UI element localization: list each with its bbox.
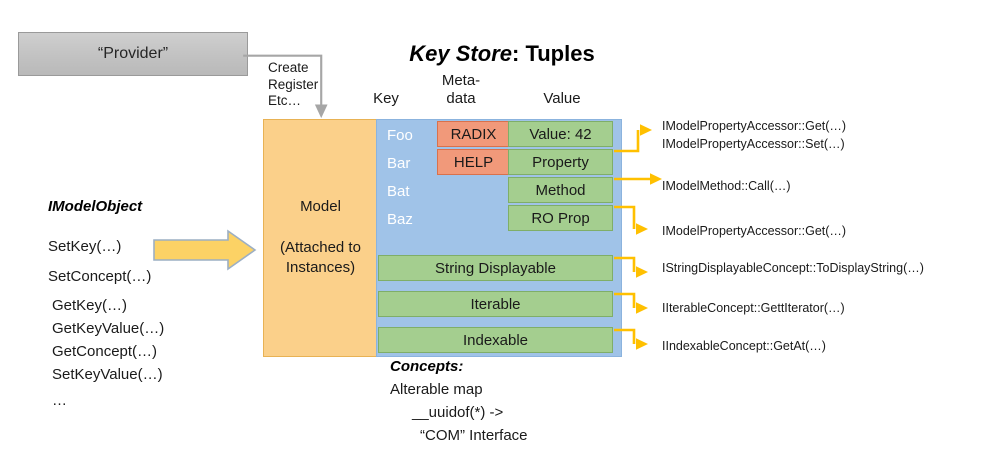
value-cell-value42: Value: 42 [508,121,613,147]
callout-imodelpropertyaccessor-get-2: IModelPropertyAccessor::Get(…) [662,224,847,238]
api-line-ellipsis: … [52,392,67,409]
title-rest: : Tuples [512,41,595,66]
callout-iindexableconcept: IIndexableConcept::GetAt(…) [662,339,826,353]
key-cell-bat: Bat [387,182,410,200]
page-title: Key Store: Tuples [372,41,632,67]
key-cell-baz: Baz [387,210,413,228]
connector-line-create: Create [268,60,309,75]
callout-iiterableconcept: IIterableConcept::GettIterator(…) [662,301,845,315]
concept-bar-string-displayable: String Displayable [378,255,613,281]
callout-connectors [614,124,662,350]
concepts-line-com-interface: “COM” Interface [420,427,528,444]
imodelobject-to-model-arrow [153,229,257,271]
api-line-setkey: SetKey(…) [48,238,122,255]
value-cell-method: Method [508,177,613,203]
api-line-getkeyvalue: GetKeyValue(…) [52,320,165,337]
key-cell-bar: Bar [387,154,411,172]
concept-bar-indexable: Indexable [378,327,613,353]
model-sublabel-line1: (Attached to [280,239,361,256]
api-line-setkeyvalue: SetKeyValue(…) [52,366,163,383]
metadata-cell-help: HELP [437,149,510,175]
concept-bar-iterable: Iterable [378,291,613,317]
api-line-getkey: GetKey(…) [52,297,128,314]
callout-imodelpropertyaccessor-set: IModelPropertyAccessor::Set(…) [662,137,845,151]
api-line-getconcept: GetConcept(…) [52,343,158,360]
column-header-value: Value [543,90,581,107]
connector-line-etc: Etc… [268,93,302,108]
concepts-line-uuidof: __uuidof(*) -> [412,404,504,421]
model-label: Model [300,198,341,215]
concepts-title: Concepts: [390,358,464,375]
provider-label: “Provider” [97,45,169,62]
value-cell-property: Property [508,149,613,175]
callout-imodelpropertyaccessor-get-1: IModelPropertyAccessor::Get(…) [662,119,847,133]
title-emphasis: Key Store [409,41,512,66]
column-header-key: Key [373,90,399,107]
create-register-label: Create Register Etc… [268,60,338,110]
model-sublabel-line2: Instances) [285,259,356,276]
tuple-table-panel: Foo Bar Bat Baz RADIX HELP Value: 42 Pro… [376,119,622,357]
metadata-cell-radix: RADIX [437,121,510,147]
imodelobject-title: IModelObject [48,198,143,215]
value-cell-roprop: RO Prop [508,205,613,231]
provider-to-model-connector [243,54,328,119]
model-box: Model (Attached to Instances) [263,119,378,357]
concepts-line-alterable-map: Alterable map [390,381,483,398]
model-sublabel: (Attached to Instances) [268,238,373,278]
callout-istringdisplayableconcept: IStringDisplayableConcept::ToDisplayStri… [662,261,924,275]
column-header-metadata-line2: data [446,90,476,107]
connector-line-register: Register [268,76,319,92]
key-cell-foo: Foo [387,126,413,144]
callout-imodelmethod-call: IModelMethod::Call(…) [662,179,791,193]
provider-box: “Provider” [18,32,248,76]
column-header-metadata-line1: Meta- [441,72,481,89]
api-line-setconcept: SetConcept(…) [48,268,152,285]
column-header-metadata: Meta- data [428,72,494,108]
